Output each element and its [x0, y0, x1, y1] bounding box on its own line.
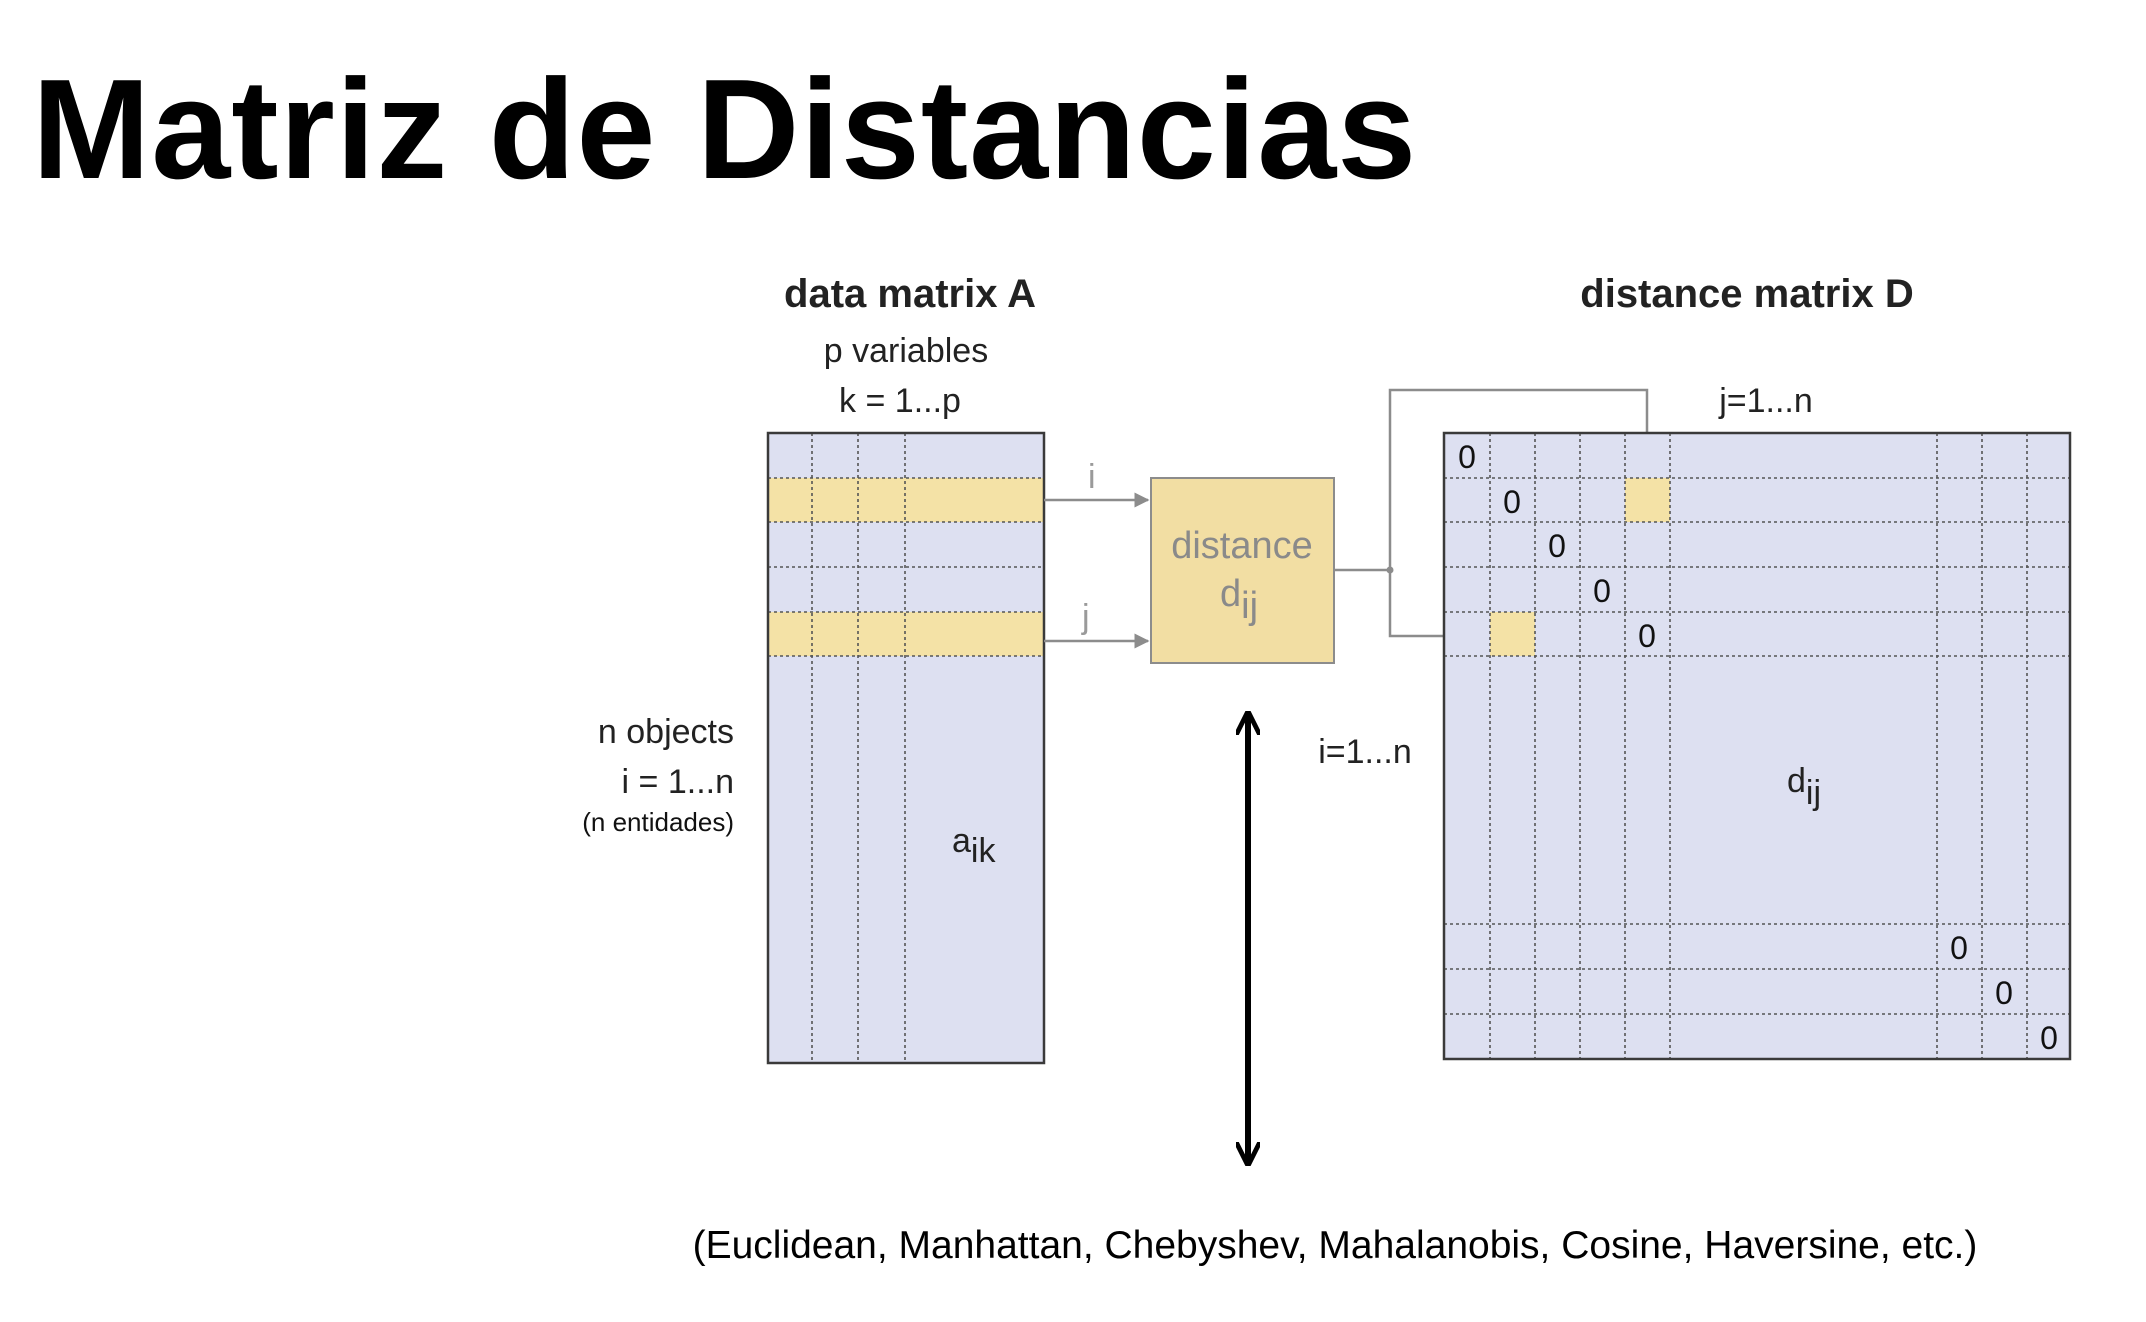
distance-box-symbol: dij: [1220, 573, 1258, 627]
distance-box-label: distance: [1171, 525, 1313, 567]
diagonal-zero: 0: [1593, 573, 1611, 609]
data-matrix-border: [766, 431, 1046, 1065]
distance-matrix-gridlines: [1444, 433, 2070, 1059]
diagonal-zeros: 0 0 0 0 0 0 0 0: [1458, 439, 2058, 1056]
distance-matrix-columns-range: j=1...n: [1718, 382, 1813, 420]
data-matrix-body: [768, 433, 1044, 1063]
diagonal-zero: 0: [1995, 975, 2013, 1011]
distance-function-box: distance dij: [1150, 477, 1335, 664]
highlighted-cell-lower: [1490, 612, 1535, 656]
highlighted-cell-upper: [1625, 478, 1670, 522]
distance-box-symbol-sub: ij: [1241, 585, 1258, 627]
distance-matrix-element-sub: ij: [1806, 774, 1821, 812]
distance-matrix-element-base: d: [1787, 762, 1806, 800]
data-matrix-gridlines: [768, 433, 1044, 1063]
highlighted-row-i: [768, 478, 1044, 522]
data-matrix-columns-label: p variables: [824, 332, 988, 370]
distance-matrix-d: 0 0 0 0 0 0 0 0 dij: [1442, 431, 2072, 1061]
distance-matrix-rows-range: i=1...n: [1318, 733, 1412, 771]
highlighted-row-j: [768, 612, 1044, 656]
distance-matrix-body: [1444, 433, 2070, 1059]
diagonal-zero: 0: [1503, 484, 1521, 520]
rows-range: i = 1...n: [622, 763, 734, 801]
distance-matrix-element: dij: [1787, 762, 1821, 812]
row-connectors: i j: [1044, 458, 1150, 649]
connector-to-cell-upper: [1334, 388, 1655, 572]
diagonal-zero: 0: [1548, 528, 1566, 564]
data-matrix-a: aik: [766, 431, 1046, 1065]
diagonal-zero: 0: [2040, 1020, 2058, 1056]
data-matrix-element-base: a: [952, 822, 971, 860]
rows-note: (n entidades): [582, 807, 734, 837]
data-matrix-element: aik: [952, 822, 996, 870]
row-i-label: i: [1088, 458, 1096, 496]
distance-matrix-border: [1442, 431, 2072, 1061]
connector-junction: [1386, 566, 1394, 574]
rows-label: n objects: [598, 713, 734, 751]
distance-matrix-title: distance matrix D: [1580, 272, 1913, 316]
diagonal-zero: 0: [1638, 618, 1656, 654]
distance-metrics-list: (Euclidean, Manhattan, Chebyshev, Mahala…: [693, 1224, 1978, 1267]
distance-box-rect: [1150, 477, 1335, 664]
row-j-label: j: [1081, 598, 1090, 636]
diagonal-zero: 0: [1458, 439, 1476, 475]
slide-title: Matriz de Distancias: [32, 50, 1418, 209]
data-matrix-element-sub: ik: [971, 832, 997, 870]
diagonal-zero: 0: [1950, 930, 1968, 966]
data-matrix-columns-range: k = 1...p: [839, 382, 961, 420]
data-matrix-title: data matrix A: [784, 272, 1036, 316]
distance-box-symbol-base: d: [1220, 573, 1241, 615]
